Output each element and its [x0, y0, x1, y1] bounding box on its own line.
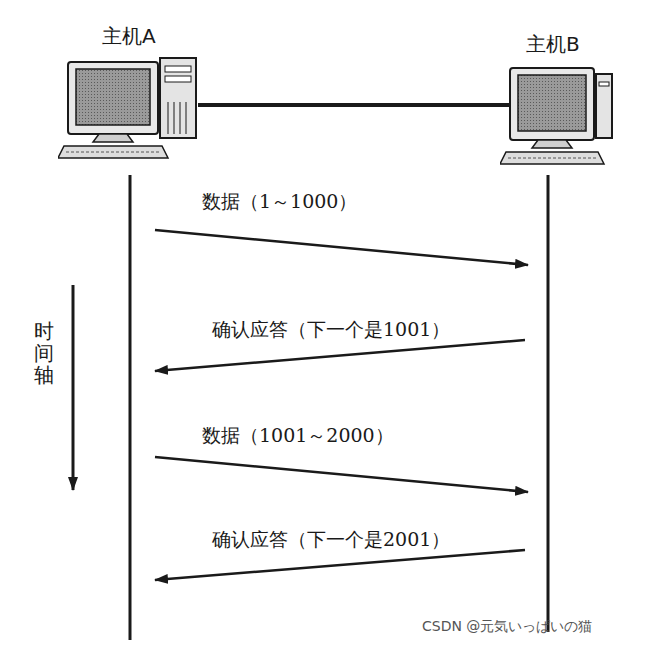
message-arrow	[155, 340, 525, 371]
timeline-a	[129, 175, 132, 640]
message-label: 数据（1～1000）	[200, 190, 359, 213]
host-label: 主机A	[100, 24, 158, 48]
timeline-b	[547, 175, 550, 632]
host-label: 主机B	[524, 32, 582, 56]
time-axis-arrow	[72, 285, 75, 490]
host-computer: 主机B	[500, 30, 618, 165]
message-label: 确认应答（下一个是2001）	[210, 528, 452, 551]
message-label: 数据（1001～2000）	[200, 424, 396, 447]
message-arrow	[155, 550, 525, 580]
host-computer: 主机A	[58, 22, 200, 162]
network-cable	[198, 103, 510, 107]
message-arrow	[155, 230, 528, 265]
message-arrow	[155, 457, 528, 492]
axis-label: 时间轴	[32, 320, 56, 386]
watermark: CSDN @元気いっぱいの猫	[420, 618, 594, 635]
message-label: 确认应答（下一个是1001）	[210, 318, 452, 341]
